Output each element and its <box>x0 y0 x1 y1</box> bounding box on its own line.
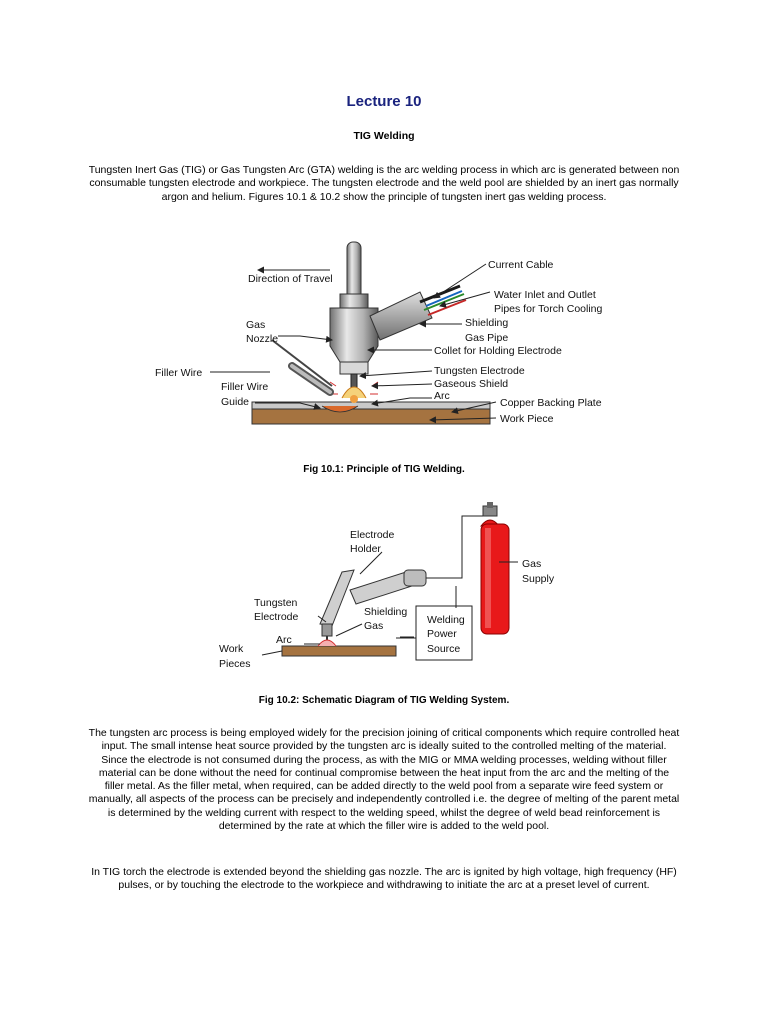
label-filler-guide-2: Guide <box>221 396 249 408</box>
label-electrode-holder-1: Electrode <box>350 529 395 541</box>
torch-paragraph: In TIG torch the electrode is extended b… <box>91 866 677 892</box>
label-water-pipes-1: Water Inlet and Outlet <box>494 289 596 301</box>
label-shielding-gas-1: Shielding <box>465 317 508 329</box>
label-collet: Collet for Holding Electrode <box>434 345 562 357</box>
label-arc: Arc <box>434 390 450 402</box>
label-shielding-gas-2: Gas Pipe <box>465 332 508 344</box>
label-filler-guide-1: Filler Wire <box>221 381 268 393</box>
work-pieces <box>281 645 397 657</box>
label-electrode-holder-2: Holder <box>350 543 381 555</box>
figure1-leaders <box>210 263 497 424</box>
electrode-holder <box>317 569 427 647</box>
label-gas-supply-2: Supply <box>522 573 555 585</box>
label-work-piece: Work Piece <box>500 413 554 425</box>
power-source-box <box>415 605 473 661</box>
label-arc: Arc <box>276 634 292 646</box>
label-shielding-gas-1: Shielding <box>364 606 407 618</box>
label-power-source-3: Source <box>427 643 460 655</box>
process-paragraph: The tungsten arc process is being employ… <box>88 727 680 833</box>
section-title: TIG Welding <box>353 130 415 142</box>
label-gas-nozzle-1: Gas <box>246 319 265 331</box>
label-current-cable: Current Cable <box>488 259 554 271</box>
system-wiring <box>261 515 518 656</box>
label-copper-backing-plate: Copper Backing Plate <box>500 397 602 409</box>
label-shielding-gas-2: Gas <box>364 620 383 632</box>
lecture-title: Lecture 10 <box>346 93 422 110</box>
filler-wire <box>271 339 334 396</box>
label-power-source-2: Power <box>427 628 457 640</box>
label-work-pieces-2: Pieces <box>219 658 251 670</box>
label-work-pieces-1: Work <box>219 643 244 655</box>
work-piece <box>251 401 491 425</box>
tig-system-figure: Electrode Holder Gas Supply Tungsten Ele… <box>219 502 555 670</box>
tig-torch <box>329 241 433 397</box>
label-tungsten-electrode-2: Electrode <box>254 611 299 623</box>
label-filler-wire: Filler Wire <box>155 367 202 379</box>
label-direction-of-travel: Direction of Travel <box>248 273 333 285</box>
tig-principle-figure: Direction of Travel Current Cable Water … <box>155 241 603 425</box>
label-gaseous-shield: Gaseous Shield <box>434 378 508 390</box>
intro-paragraph: Tungsten Inert Gas (TIG) or Gas Tungsten… <box>88 164 680 203</box>
label-power-source-1: Welding <box>427 614 465 626</box>
label-tungsten-electrode-1: Tungsten <box>254 597 298 609</box>
label-tungsten-electrode: Tungsten Electrode <box>434 365 525 377</box>
label-water-pipes-2: Pipes for Torch Cooling <box>494 303 603 315</box>
label-gas-nozzle-2: Nozzle <box>246 333 278 345</box>
gas-cylinder <box>479 502 510 635</box>
label-gas-supply-1: Gas <box>522 558 541 570</box>
figure2-caption: Fig 10.2: Schematic Diagram of TIG Weldi… <box>258 695 510 706</box>
figure1-caption: Fig 10.1: Principle of TIG Welding. <box>303 464 465 475</box>
